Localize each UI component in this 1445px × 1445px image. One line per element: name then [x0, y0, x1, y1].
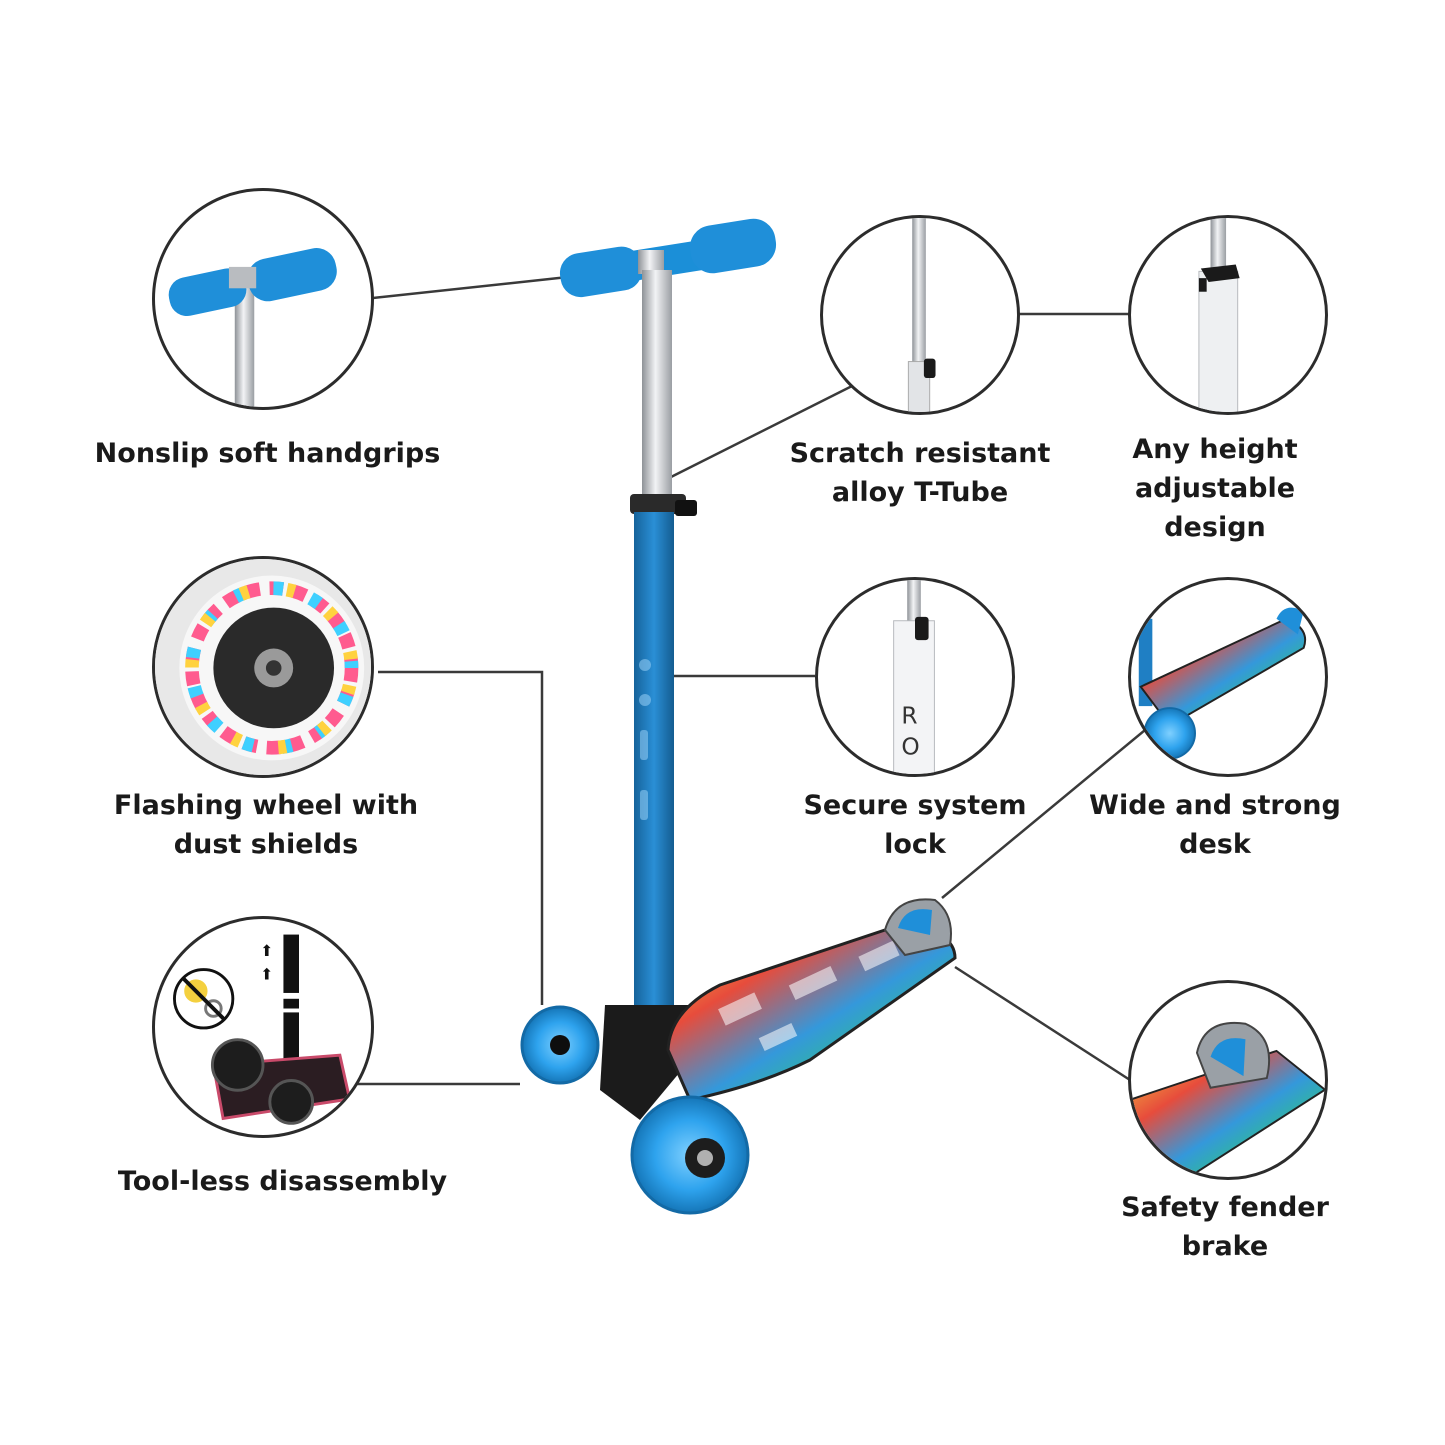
- detail-fender-brake: [1128, 980, 1328, 1180]
- label-height-adjustable: Any height adjustable design: [1080, 430, 1350, 547]
- fender-brake-closeup: [1131, 1021, 1325, 1177]
- detail-disassembly: ⬆ ⬆: [152, 916, 374, 1138]
- chrome-tube: [642, 270, 672, 502]
- connector-handgrips: [372, 275, 569, 300]
- label-line: brake: [1181, 1231, 1269, 1262]
- label-line: Safety fender: [1121, 1192, 1329, 1223]
- height-adjust-closeup: [1198, 218, 1240, 412]
- height-lock-clamp: [630, 494, 686, 514]
- blue-stem: [634, 512, 674, 1007]
- label-line: Secure system: [803, 790, 1027, 821]
- connector-brake: [954, 965, 1131, 1082]
- label-line: lock: [884, 829, 946, 860]
- label-line: Nonslip soft handgrips: [94, 438, 441, 469]
- detail-handgrips: [152, 188, 374, 410]
- label-flashing-wheel: Flashing wheel with dust shields: [100, 786, 432, 864]
- label-line: alloy T-Tube: [831, 477, 1009, 508]
- handlebar-left-grip: [559, 246, 643, 298]
- label-tool-less-disassembly: Tool-less disassembly: [110, 1162, 455, 1201]
- svg-text:R: R: [901, 703, 917, 730]
- label-t-tube: Scratch resistant alloy T-Tube: [780, 434, 1060, 512]
- label-line: Wide and strong: [1089, 790, 1341, 821]
- label-line: desk: [1179, 829, 1251, 860]
- label-line: Any height: [1132, 434, 1298, 465]
- deck-graphics: [718, 940, 900, 1051]
- label-line: dust shields: [173, 829, 359, 860]
- detail-system-lock: R O: [815, 577, 1015, 777]
- label-line: adjustable design: [1134, 473, 1296, 543]
- label-line: Tool-less disassembly: [117, 1166, 448, 1197]
- svg-text:⬆: ⬆: [260, 965, 273, 983]
- t-tube-closeup: [907, 218, 936, 412]
- disassembly-closeup: ⬆ ⬆: [173, 934, 352, 1125]
- svg-text:O: O: [901, 734, 919, 761]
- label-nonslip-handgrips: Nonslip soft handgrips: [90, 434, 445, 473]
- handgrip-closeup: [168, 248, 337, 407]
- handlebar-right-grip: [689, 218, 777, 274]
- label-line: Flashing wheel with: [113, 790, 419, 821]
- label-fender-brake: Safety fender brake: [1100, 1188, 1350, 1266]
- detail-wide-deck: [1128, 577, 1328, 777]
- label-system-lock: Secure system lock: [790, 786, 1040, 864]
- detail-flashing-wheel: [152, 556, 374, 778]
- wide-deck-closeup: [1138, 607, 1307, 760]
- system-lock-closeup: R O: [893, 580, 935, 774]
- label-wide-deck: Wide and strong desk: [1085, 786, 1345, 864]
- connector-wheel: [378, 670, 544, 1005]
- connector-t-tube: [668, 381, 859, 480]
- svg-text:⬆: ⬆: [260, 942, 273, 960]
- detail-height-adjust: [1128, 215, 1328, 415]
- label-line: Scratch resistant: [789, 438, 1051, 469]
- connector-deck: [941, 729, 1146, 899]
- flashing-wheel-closeup: [155, 559, 371, 775]
- detail-t-tube: [820, 215, 1020, 415]
